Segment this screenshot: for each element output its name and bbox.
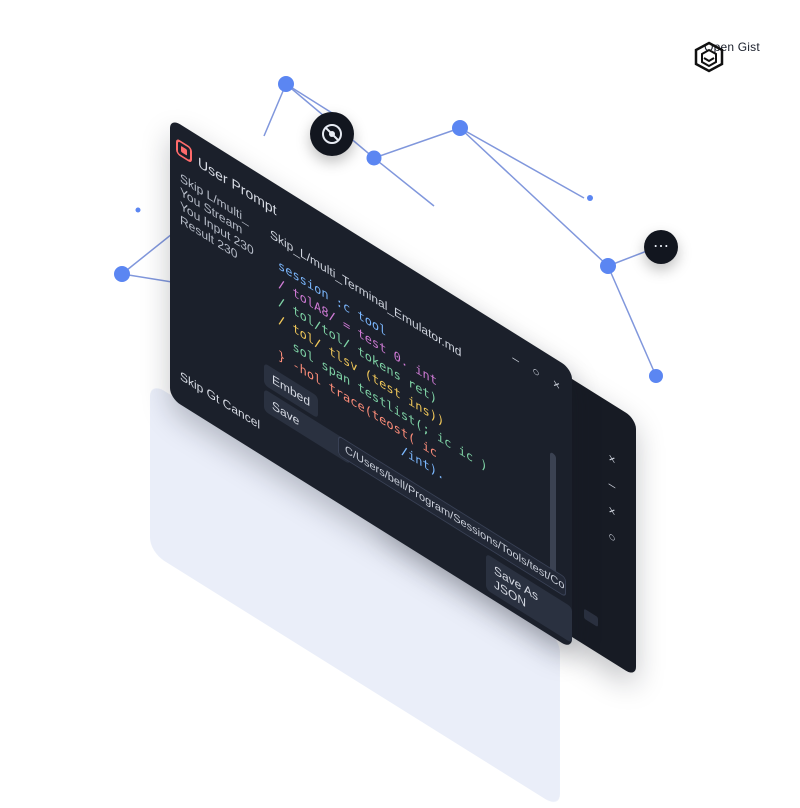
left-panel: Skip L/multi_ You Stream You Input 230 R… bbox=[180, 170, 270, 282]
app-icon bbox=[176, 139, 192, 162]
scene: ⋯ Open Gist × – × ○ User Prompt – bbox=[114, 40, 772, 808]
back-window-bottom-button[interactable] bbox=[584, 608, 598, 628]
close-icon[interactable]: × bbox=[552, 375, 560, 394]
more-dots-icon[interactable]: ⋯ bbox=[644, 230, 678, 264]
back-window-controls: × – × ○ bbox=[602, 440, 622, 556]
cube-icon bbox=[694, 41, 724, 73]
brand: Open Gist bbox=[692, 40, 772, 73]
scrollbar[interactable] bbox=[550, 451, 556, 576]
chat-bubble-glyph bbox=[319, 124, 342, 148]
main-window: User Prompt – ○ × Skip L/multi_ You Stre… bbox=[170, 118, 572, 650]
minimize-icon[interactable]: – bbox=[512, 349, 520, 369]
maximize-icon[interactable]: ○ bbox=[532, 362, 540, 381]
chat-bubble-icon bbox=[310, 112, 354, 156]
window-title: User Prompt bbox=[176, 139, 277, 219]
brand-name: Open Gist bbox=[704, 40, 760, 54]
